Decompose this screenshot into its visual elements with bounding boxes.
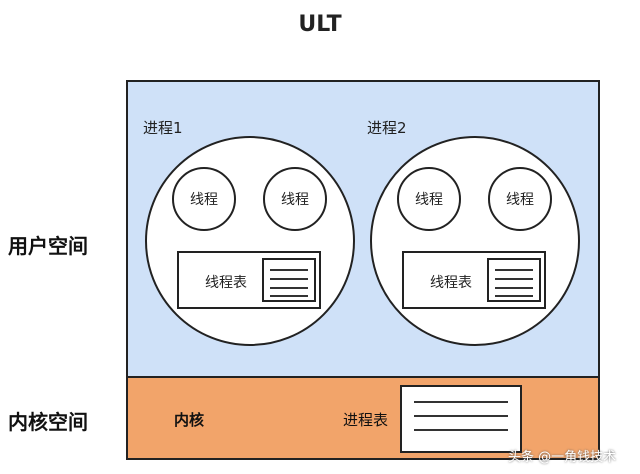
- process-1-table-icon: [262, 258, 316, 302]
- process-1-label: 进程1: [143, 119, 183, 137]
- process-1-circle: [145, 136, 355, 346]
- process-2-circle: [370, 136, 580, 346]
- process-table-label: 进程表: [343, 411, 389, 429]
- process-2-label: 进程2: [367, 119, 407, 137]
- kernel-label: 内核: [174, 411, 205, 429]
- diagram-title: ULT: [298, 12, 342, 37]
- process-1-thread-table: 线程表: [177, 251, 321, 309]
- process-2-thread-2: 线程: [488, 167, 552, 231]
- process-2-thread-table-label: 线程表: [430, 275, 472, 291]
- user-space-label: 用户空间: [8, 234, 88, 258]
- process-2-table-icon: [487, 258, 541, 302]
- kernel-space-label: 内核空间: [8, 410, 88, 434]
- process-1-thread-2: 线程: [263, 167, 327, 231]
- process-1-thread-1: 线程: [172, 167, 236, 231]
- process-1-thread-table-label: 线程表: [205, 275, 247, 291]
- process-2-thread-1: 线程: [397, 167, 461, 231]
- process-table-icon: [400, 385, 522, 453]
- watermark: 头条 @一角钱技术: [508, 450, 617, 465]
- process-2-thread-table: 线程表: [402, 251, 546, 309]
